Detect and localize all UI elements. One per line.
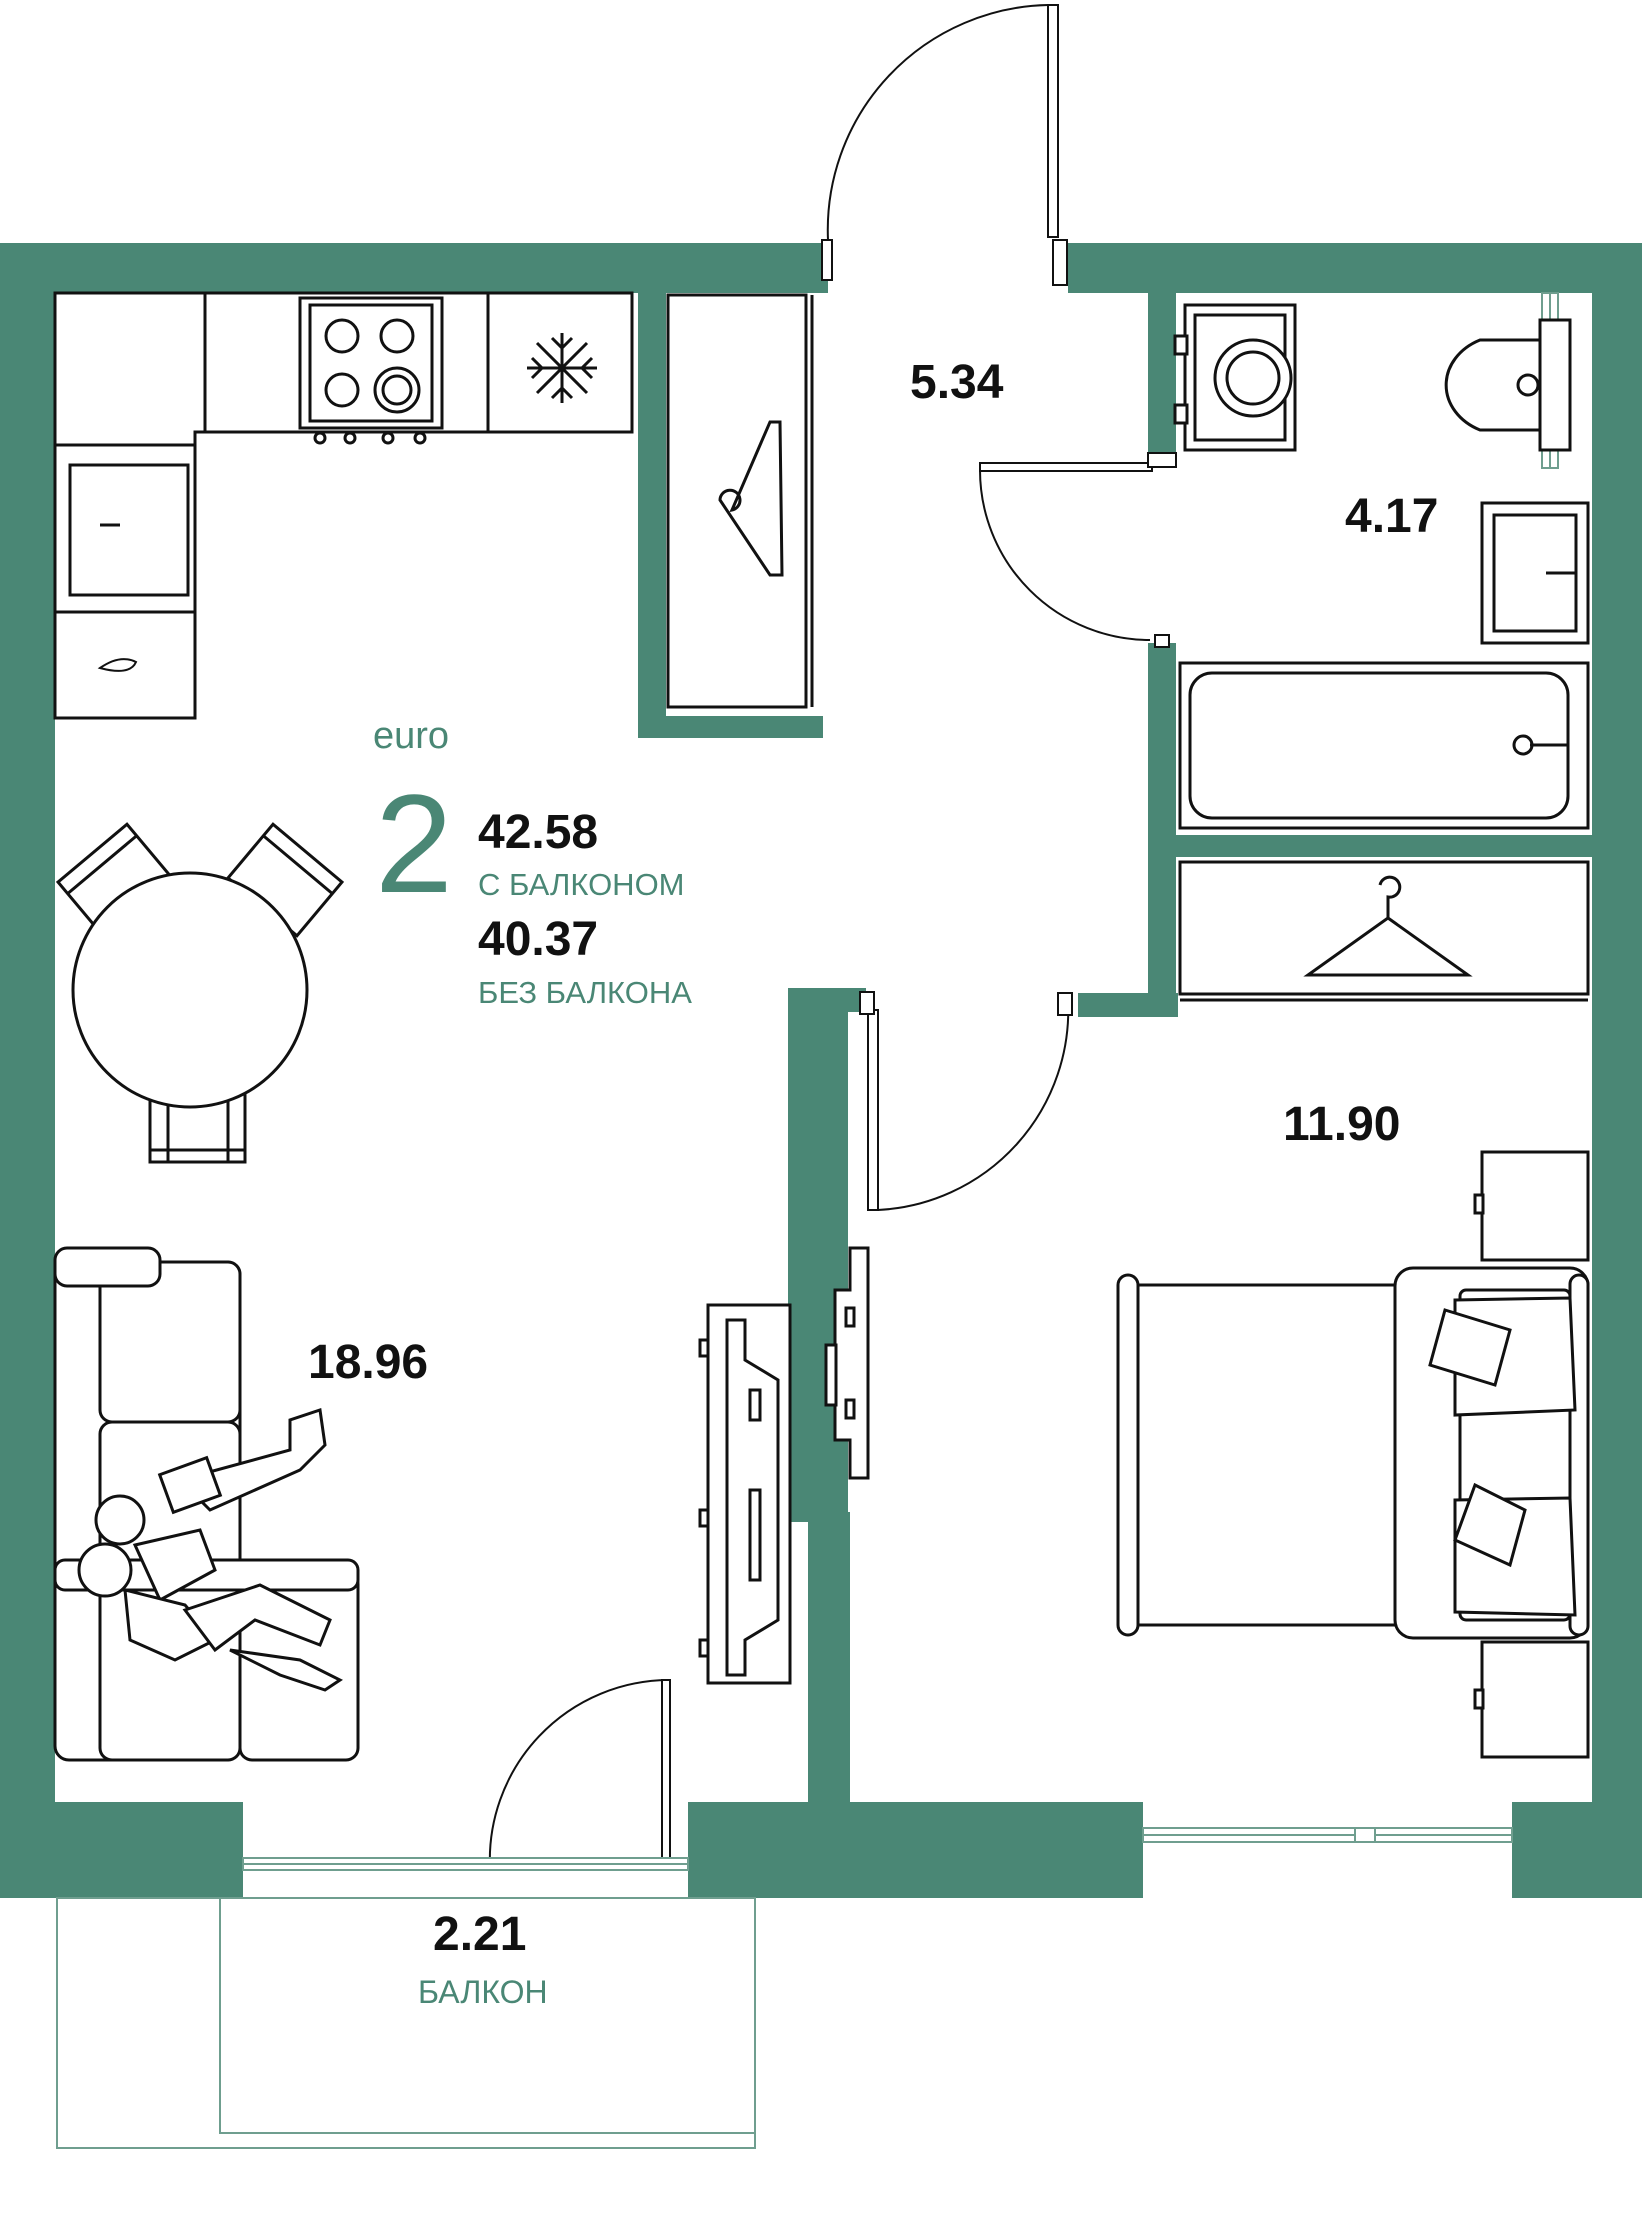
living-kitchen-area: 18.96 (308, 1336, 428, 1389)
bed (1116, 1266, 1590, 1640)
rooms-count: 2 (375, 765, 453, 922)
tv-unit-living (698, 1303, 792, 1685)
nightstand-top (1473, 1150, 1590, 1262)
bathtub-icon (1178, 661, 1590, 830)
tv-unit-bedroom (824, 1246, 870, 1480)
bedroom-wardrobe (1178, 860, 1590, 1002)
bedroom-area: 11.90 (1283, 1098, 1400, 1151)
toilet-icon (1444, 318, 1572, 452)
hall-area: 5.34 (910, 356, 1004, 409)
without-balcony-label: БЕЗ БАЛКОНА (478, 975, 692, 1010)
nightstand-bottom (1473, 1640, 1590, 1759)
bathroom-area: 4.17 (1345, 490, 1438, 543)
apartment-info: euro 2 42.58 С БАЛКОНОМ 40.37 БЕЗ БАЛКОН… (373, 715, 692, 1010)
dining-table (55, 822, 345, 1164)
kitchen-counter (53, 291, 634, 720)
washing-machine-icon (1173, 303, 1297, 452)
hanger-icon-2 (1303, 875, 1473, 977)
area-without-balcony: 40.37 (478, 913, 598, 966)
balcony-outline (56, 1897, 756, 2149)
balcony-label: БАЛКОН (418, 1974, 548, 2010)
walls (0, 243, 1642, 1898)
doors (488, 4, 1177, 1869)
snowflake-icon (527, 333, 597, 403)
balcony-area: 2.21 (433, 1908, 526, 1961)
hanger-icon (718, 420, 784, 577)
area-with-balcony: 42.58 (478, 806, 598, 859)
area-labels: 5.34 4.17 18.96 11.90 2.21 БАЛКОН (308, 356, 1438, 2010)
stove-icon (298, 296, 444, 445)
with-balcony-label: С БАЛКОНОМ (478, 867, 685, 902)
apartment-type: euro (373, 715, 449, 757)
bath-sink (1480, 501, 1590, 645)
people-icon (77, 1408, 343, 1692)
